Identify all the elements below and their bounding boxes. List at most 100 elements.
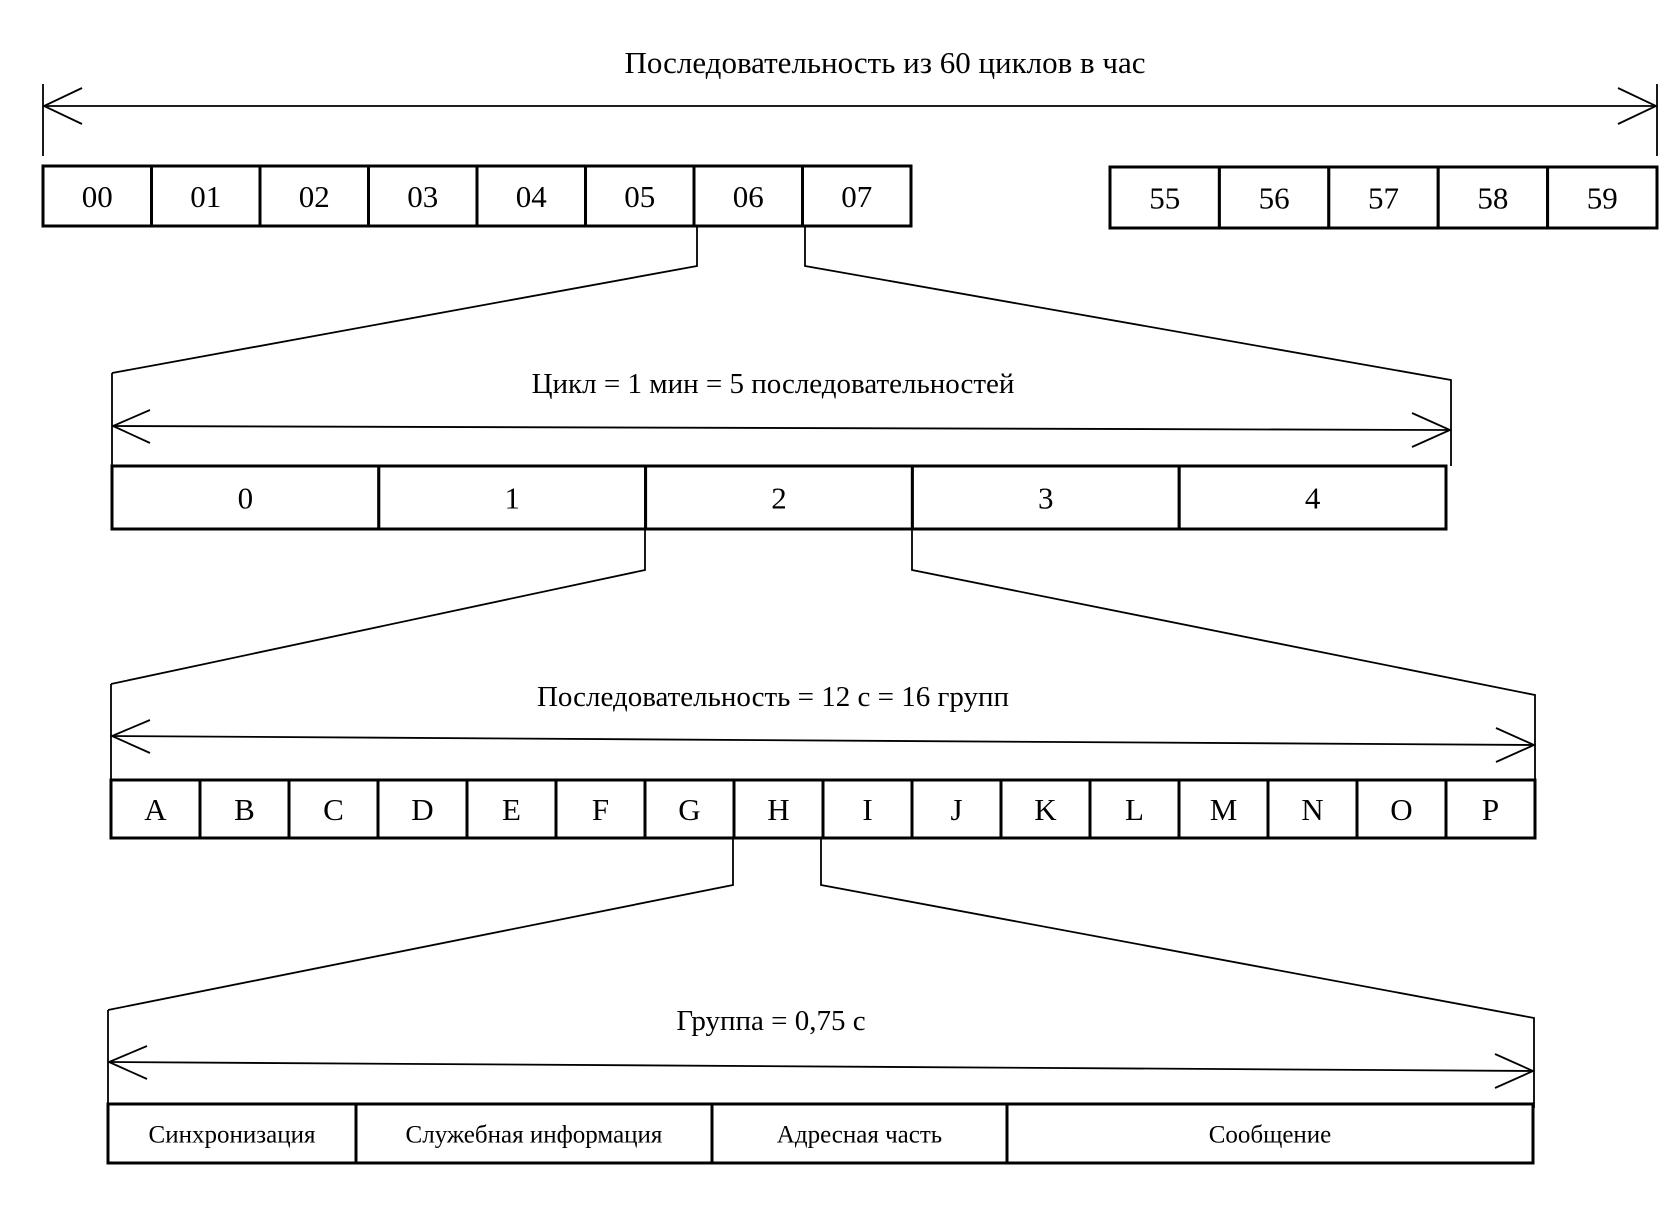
cell-label: 4 bbox=[1305, 481, 1321, 516]
cell-box bbox=[376, 778, 469, 840]
caption-group: Группа = 0,75 с bbox=[676, 1005, 865, 1037]
cell-o: O bbox=[1355, 778, 1448, 840]
cell-label: Синхронизация bbox=[149, 1122, 316, 1149]
level-group: Группа = 0,75 с Синхронизация Служебная и… bbox=[106, 1005, 1536, 1165]
cell-label: 00 bbox=[82, 179, 113, 214]
cell-label: Сообщение bbox=[1209, 1122, 1332, 1149]
cell-label: 06 bbox=[733, 179, 764, 214]
cell-58: 58 bbox=[1436, 165, 1550, 230]
cell-box bbox=[801, 164, 913, 228]
cell-j: J bbox=[910, 778, 1003, 840]
cell-box bbox=[999, 778, 1092, 840]
cell-label: K bbox=[1034, 792, 1057, 827]
cell-label: 03 bbox=[407, 179, 438, 214]
cell-box bbox=[475, 164, 587, 228]
cell-4: 4 bbox=[1177, 464, 1448, 531]
cell-label: J bbox=[950, 792, 962, 827]
cell-label: 3 bbox=[1038, 481, 1054, 516]
cell-label: 56 bbox=[1259, 181, 1290, 216]
cell-57: 57 bbox=[1327, 165, 1440, 230]
cell-p: P bbox=[1444, 778, 1537, 840]
cell-box bbox=[1327, 165, 1440, 230]
cell-box bbox=[1005, 1102, 1535, 1165]
cell-06: 06 bbox=[692, 164, 804, 228]
cell-сообщение: Сообщение bbox=[1005, 1102, 1535, 1165]
span-arrow-group bbox=[106, 1045, 1536, 1089]
cell-box bbox=[1444, 778, 1537, 840]
zoom-connector-sequence bbox=[110, 530, 1536, 785]
cell-1: 1 bbox=[377, 464, 648, 531]
cell-label: M bbox=[1210, 792, 1238, 827]
cell-box bbox=[354, 1102, 714, 1165]
group-field-cells: Синхронизация Служебная информация Адресна… bbox=[106, 1102, 1535, 1165]
cell-box bbox=[1088, 778, 1181, 840]
cell-b: B bbox=[198, 778, 291, 840]
cell-адресная-часть: Адресная часть bbox=[710, 1102, 1009, 1165]
cell-box bbox=[584, 164, 696, 228]
cell-label: P bbox=[1482, 792, 1499, 827]
cell-m: M bbox=[1177, 778, 1270, 840]
cell-box bbox=[150, 164, 262, 228]
cell-n: N bbox=[1266, 778, 1359, 840]
cell-e: E bbox=[465, 778, 558, 840]
cell-02: 02 bbox=[258, 164, 370, 228]
cell-label: G bbox=[678, 792, 700, 827]
cell-box bbox=[1217, 165, 1331, 230]
zoom-connector-group bbox=[107, 838, 1535, 1108]
cell-0: 0 bbox=[110, 464, 381, 531]
cell-box bbox=[110, 464, 381, 531]
cell-box bbox=[910, 778, 1003, 840]
cell-l: L bbox=[1088, 778, 1181, 840]
caption-cycle: Цикл = 1 мин = 5 последовательностей bbox=[532, 368, 1015, 400]
cell-00: 00 bbox=[41, 164, 153, 228]
cell-07: 07 bbox=[801, 164, 913, 228]
cycle-cells-last: 55 56 57 58 59 bbox=[1108, 165, 1659, 230]
cell-k: K bbox=[999, 778, 1092, 840]
cell-box bbox=[109, 778, 202, 840]
cell-box bbox=[1177, 464, 1448, 531]
cell-f: F bbox=[554, 778, 647, 840]
cell-label: I bbox=[862, 792, 872, 827]
cell-box bbox=[41, 164, 153, 228]
cell-box bbox=[106, 1102, 358, 1165]
cell-label: 55 bbox=[1149, 181, 1180, 216]
cell-box bbox=[258, 164, 370, 228]
cell-box bbox=[732, 778, 825, 840]
cell-d: D bbox=[376, 778, 469, 840]
span-arrow-sequence bbox=[109, 719, 1537, 763]
cell-label: L bbox=[1125, 792, 1144, 827]
cell-box bbox=[287, 778, 380, 840]
cell-55: 55 bbox=[1108, 165, 1221, 230]
cell-05: 05 bbox=[584, 164, 696, 228]
cell-label: 05 bbox=[624, 179, 655, 214]
cell-56: 56 bbox=[1217, 165, 1331, 230]
cell-label: Адресная часть bbox=[777, 1122, 942, 1149]
cell-label: Служебная информация bbox=[406, 1122, 663, 1149]
cell-label: 01 bbox=[190, 179, 221, 214]
cell-label: O bbox=[1390, 792, 1412, 827]
cell-box bbox=[367, 164, 479, 228]
cell-label: 59 bbox=[1587, 181, 1618, 216]
cell-label: N bbox=[1301, 792, 1323, 827]
cell-label: 58 bbox=[1477, 181, 1508, 216]
cell-label: 0 bbox=[238, 481, 254, 516]
cell-label: C bbox=[323, 792, 344, 827]
cell-i: I bbox=[821, 778, 914, 840]
cell-box bbox=[465, 778, 558, 840]
caption-hour: Последовательность из 60 циклов в час bbox=[624, 45, 1145, 80]
cell-label: B bbox=[234, 792, 255, 827]
level-hour: Последовательность из 60 циклов в час 00… bbox=[41, 45, 1659, 230]
cell-box bbox=[1546, 165, 1659, 230]
cell-2: 2 bbox=[644, 464, 914, 531]
cell-box bbox=[1436, 165, 1550, 230]
cell-label: H bbox=[767, 792, 789, 827]
caption-sequence: Последовательность = 12 с = 16 групп bbox=[537, 681, 1009, 713]
cell-label: E bbox=[502, 792, 521, 827]
cell-03: 03 bbox=[367, 164, 479, 228]
cell-label: 02 bbox=[299, 179, 330, 214]
